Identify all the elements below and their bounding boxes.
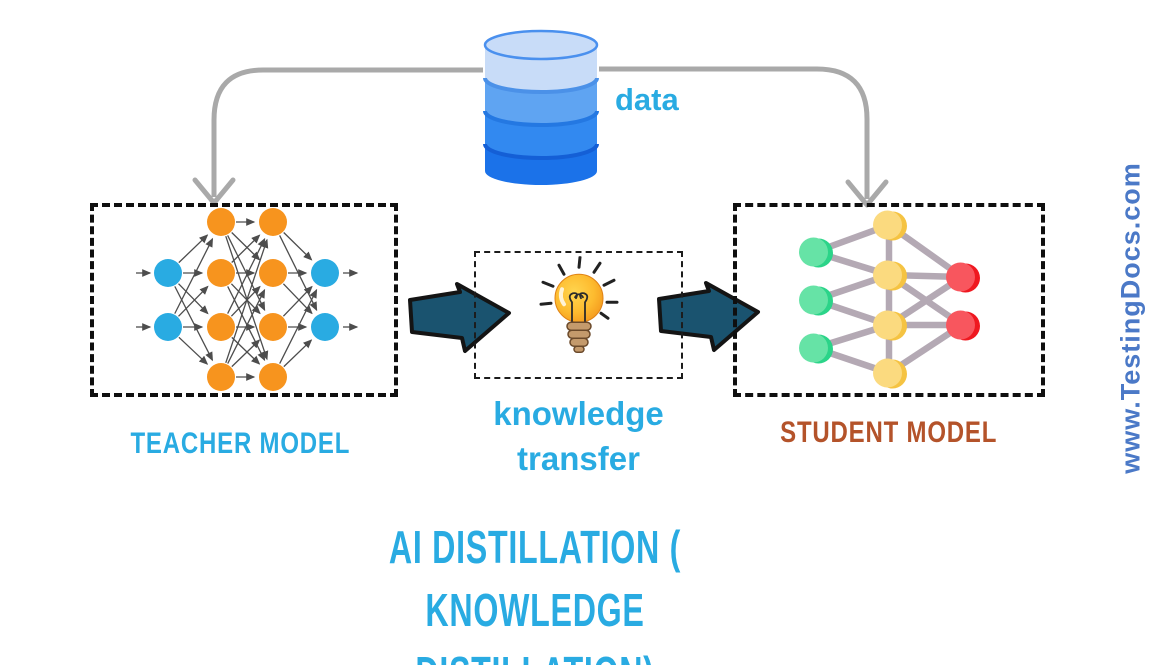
network-edge xyxy=(279,288,318,364)
network-node xyxy=(311,313,339,341)
network-node xyxy=(946,310,975,340)
network-edge xyxy=(283,232,313,261)
student-model-box xyxy=(733,203,1045,397)
network-edge xyxy=(225,236,269,361)
network-edge xyxy=(178,336,209,365)
network-edge xyxy=(178,234,209,264)
data-label: data xyxy=(615,82,679,117)
network-edge xyxy=(174,286,213,362)
knowledge-transfer-box xyxy=(474,251,683,379)
data-to-student-connector xyxy=(599,66,870,199)
teacher-model-label: TEACHER MODEL xyxy=(130,427,350,460)
network-node xyxy=(873,358,902,388)
network-node xyxy=(207,208,235,236)
watermark-url: www.TestingDocs.com xyxy=(1115,162,1146,474)
network-node xyxy=(873,260,902,290)
network-edge xyxy=(231,234,261,263)
network-node xyxy=(799,333,828,363)
knowledge-transfer-label: knowledge transfer xyxy=(493,395,664,477)
network-edge xyxy=(231,336,261,365)
network-node xyxy=(946,262,975,292)
student-network xyxy=(799,210,980,389)
network-node xyxy=(259,259,287,287)
page-title-line2: DISTILLATION) xyxy=(283,642,787,665)
data-to-teacher-connector xyxy=(211,67,483,197)
teacher-to-knowledge-arrow-icon xyxy=(408,282,511,353)
page-title-line1: AI DISTILLATION ( KNOWLEDGE xyxy=(388,521,682,636)
network-edge xyxy=(282,285,313,317)
network-edge xyxy=(178,283,209,315)
network-node xyxy=(207,259,235,287)
network-node xyxy=(154,313,182,341)
teacher-network xyxy=(136,208,359,391)
network-edge xyxy=(283,339,313,368)
network-edge xyxy=(231,339,261,368)
network-node xyxy=(873,210,902,240)
network-edge xyxy=(178,285,209,317)
lightbulb-icon xyxy=(537,255,621,369)
teacher-model-box xyxy=(90,203,398,397)
network-node xyxy=(259,208,287,236)
network-node xyxy=(799,285,828,315)
student-model-label: STUDENT MODEL xyxy=(780,416,998,449)
network-node xyxy=(259,363,287,391)
network-edge xyxy=(230,285,261,317)
network-node xyxy=(207,313,235,341)
network-node xyxy=(259,313,287,341)
network-edge xyxy=(225,238,269,363)
network-node xyxy=(154,259,182,287)
database-icon xyxy=(483,29,599,185)
network-node xyxy=(207,363,235,391)
network-node xyxy=(311,259,339,287)
network-edge xyxy=(227,237,266,314)
network-edge xyxy=(174,237,214,314)
network-edge xyxy=(227,288,266,364)
network-node xyxy=(799,237,828,267)
network-node xyxy=(873,310,902,340)
page-title: AI DISTILLATION ( KNOWLEDGE DISTILLATION… xyxy=(283,516,787,665)
network-edge xyxy=(231,232,261,261)
